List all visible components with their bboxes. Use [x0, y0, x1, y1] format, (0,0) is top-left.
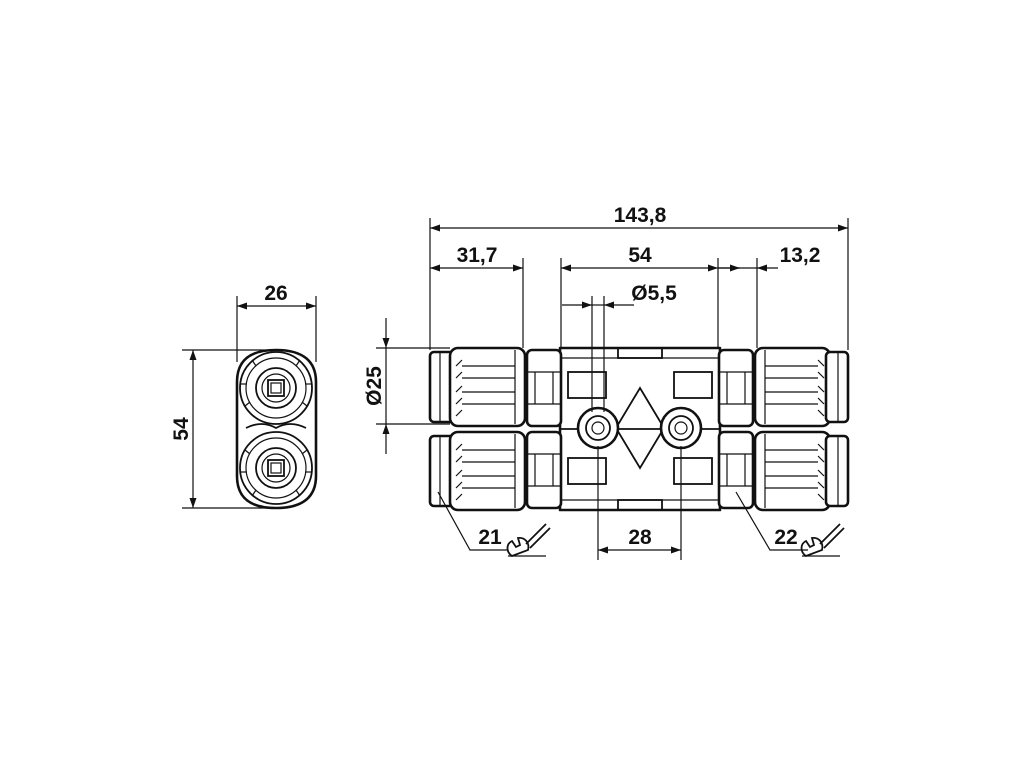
- dim-left-nut-label: 31,7: [457, 244, 498, 267]
- hex-nut-left: [525, 348, 563, 510]
- cable-nut-right: [753, 346, 850, 512]
- hex-nut-right: [717, 348, 755, 510]
- dim-overall-label: 143,8: [614, 204, 667, 227]
- side-view-upper-nut: [239, 351, 313, 425]
- wrench-left-callout: 21: [437, 491, 551, 558]
- wrench-right-icon: [800, 523, 845, 558]
- wrench-left-icon: [506, 523, 551, 558]
- dim-body-label: Ø25: [363, 366, 386, 406]
- dim-right-nut-label: 13,2: [780, 244, 821, 267]
- wrench-left-label: 21: [478, 526, 502, 549]
- mounting-hole-left: [576, 406, 620, 450]
- dim-width-label: 26: [264, 282, 287, 305]
- extension-lines: [376, 218, 849, 560]
- dim-height-label: 54: [170, 417, 193, 441]
- side-view-lower-nut: [239, 431, 313, 505]
- wrench-right-callout: 22: [735, 491, 845, 558]
- dim-hole-label: Ø5,5: [631, 282, 677, 305]
- side-view-knurl: [241, 359, 311, 497]
- mounting-hole-right: [659, 406, 703, 450]
- center-body: [558, 346, 722, 512]
- front-view: 143,8 31,7 54 13,2 Ø5,5 Ø25 28 21: [363, 204, 850, 560]
- side-view: 26 54: [170, 282, 318, 510]
- wrench-right-label: 22: [774, 526, 797, 549]
- dim-center-label: 54: [628, 244, 652, 267]
- dim-spacing-label: 28: [628, 526, 652, 549]
- cable-nut-left: [428, 346, 527, 512]
